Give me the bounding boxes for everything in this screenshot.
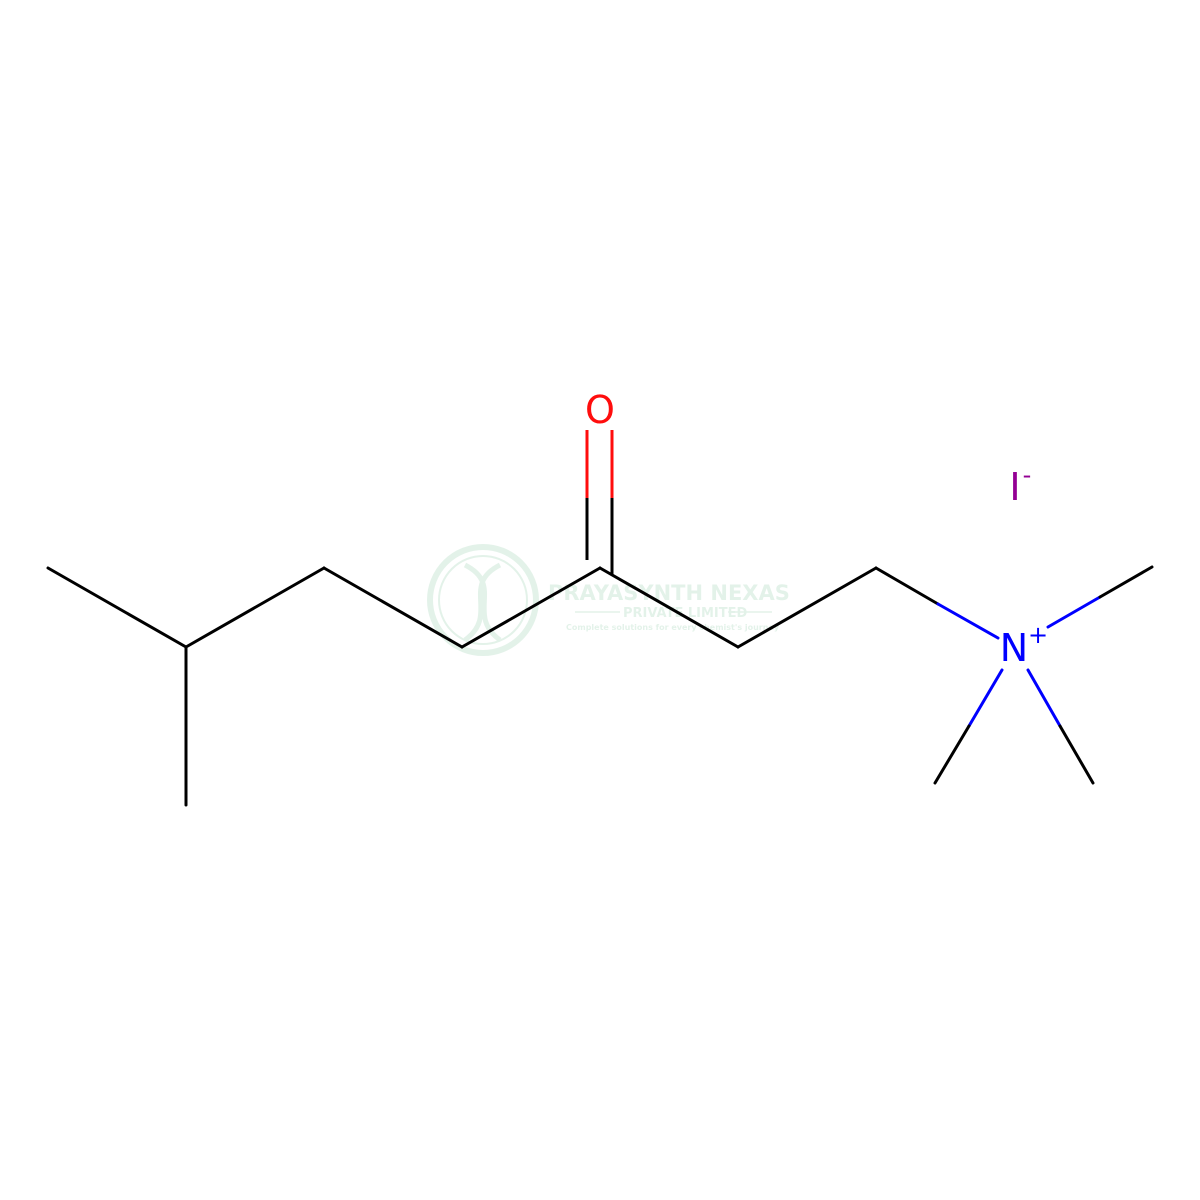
watermark-tagline: Complete solutions for every chemist's j… (566, 623, 780, 632)
iodide-atom-label: I (1009, 465, 1020, 509)
bond-n-methyl-right-nitrogen-half (1046, 595, 1102, 629)
bond-c7-n-carbon-half (874, 566, 940, 606)
bond-c2-c3 (184, 566, 326, 649)
bond-n-methyl-lowright-nitrogen-half (1026, 668, 1062, 728)
bond-c6-c7 (736, 566, 878, 649)
bond-c4-c5 (460, 566, 602, 649)
nitrogen-atom-label: N (1000, 626, 1028, 670)
bond-n-methyl-lowleft-nitrogen-half (967, 668, 1004, 728)
bond-n-methyl-right-carbon-half (1098, 565, 1154, 599)
nitrogen-bonds (874, 565, 1154, 785)
oxygen-atom-label: O (585, 388, 615, 432)
bond-methyl-a (46, 566, 188, 649)
bond-n-methyl-lowleft-carbon-half (933, 724, 971, 785)
watermark-logo-ring (427, 544, 539, 656)
bond-c5-c6 (598, 566, 740, 649)
bond-c7-n-nitrogen-half (936, 602, 1000, 640)
watermark-subtitle: PRIVATE LIMITED (623, 606, 748, 621)
carbon-bonds (46, 566, 878, 807)
watermark-name: PRAYASYNTH NEXAS (548, 581, 790, 605)
bond-n-methyl-lowright-carbon-half (1058, 724, 1095, 785)
watermark: PRAYASYNTH NEXAS PRIVATE LIMITED Complet… (427, 544, 790, 656)
carbonyl-double-bond (585, 430, 614, 575)
bond-c3-c4 (322, 566, 464, 649)
iodide-charge-label: - (1023, 461, 1032, 489)
watermark-logo-inner (438, 555, 528, 645)
nitrogen-charge-label: + (1028, 621, 1048, 649)
